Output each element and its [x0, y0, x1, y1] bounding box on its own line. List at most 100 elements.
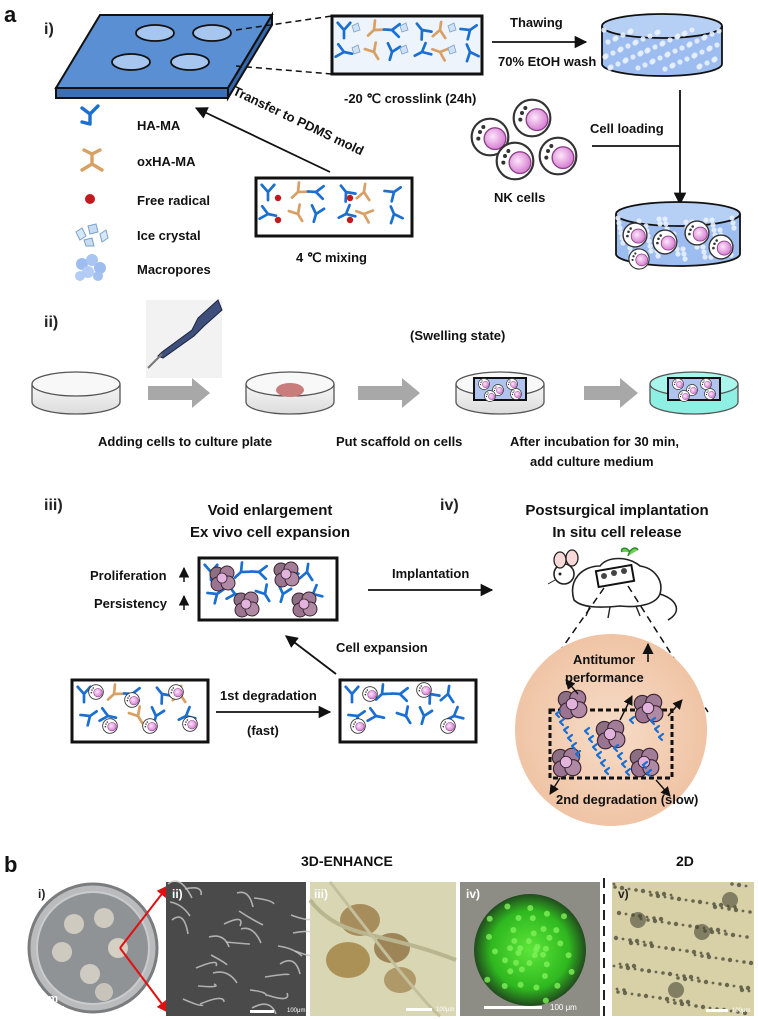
nk-cell	[484, 390, 496, 402]
ha-ma-chain	[390, 686, 409, 703]
nk-cells	[470, 98, 578, 181]
ha-ma-chain	[382, 22, 401, 39]
legend: HA-MA oxHA-MA Free radical Ice crystal M…	[75, 104, 211, 281]
cell-dot	[747, 989, 751, 993]
cell-dot	[640, 968, 644, 972]
release-arrow	[565, 679, 579, 695]
zoom-line	[235, 65, 333, 75]
nk-cell	[416, 682, 432, 698]
process-arrow	[358, 378, 420, 408]
pore-wall	[199, 997, 225, 1005]
nk-cell	[510, 388, 522, 400]
fluorescent-cell	[502, 957, 508, 964]
section-i-label: i)	[44, 21, 54, 38]
macropore	[677, 59, 683, 65]
cell-dot	[619, 965, 623, 969]
section-iv-title-1: Postsurgical implantation	[525, 502, 708, 519]
cell-dot	[735, 959, 739, 963]
pore-wall	[171, 916, 189, 935]
nk-cell	[362, 686, 378, 702]
degraded-fragment	[620, 759, 628, 769]
cell-aggregate	[694, 924, 710, 940]
ha-ma-chain	[233, 561, 252, 579]
transfer-arrow	[194, 107, 331, 173]
macropore	[703, 217, 709, 223]
ice-crystal	[351, 22, 361, 33]
degraded-fragment	[591, 742, 599, 752]
second-degradation-label: 2nd degradation (slow)	[556, 792, 698, 807]
ha-ma-chain	[79, 710, 98, 727]
fluorescent-cell	[565, 952, 572, 959]
cell-dot	[613, 885, 617, 889]
ha-ma-chain	[254, 583, 271, 603]
fluorescent-cell	[568, 968, 575, 975]
ha-ma-chain	[395, 705, 412, 725]
cell-dot	[631, 963, 637, 969]
cell-dot	[697, 899, 703, 905]
fluorescent-cell	[518, 966, 525, 973]
pdms-mold	[54, 11, 274, 102]
cell-dot	[736, 1010, 740, 1014]
group-3d-label: 3D-ENHANCE	[301, 853, 393, 869]
fluorescent-cell	[525, 938, 532, 945]
macropore	[607, 65, 613, 71]
fluorescent-cell	[504, 903, 511, 910]
implantation-label: Implantation	[392, 566, 469, 581]
cell-dot	[745, 935, 749, 939]
loaded-scaffold	[70, 678, 210, 744]
cell-dot	[646, 918, 650, 922]
process-arrow	[148, 378, 210, 408]
cell-dot	[721, 957, 725, 961]
tumor-cluster	[595, 719, 626, 750]
fluorescent-cell	[534, 943, 541, 950]
cell-dot	[613, 935, 619, 941]
brightfield-image	[308, 881, 457, 1018]
macropore	[684, 56, 690, 62]
cell-cluster	[273, 561, 300, 588]
cell-dot	[696, 976, 700, 980]
fluorescent-cell	[542, 945, 549, 952]
cell-loading-label: Cell loading	[590, 121, 664, 136]
zoom-line	[235, 15, 333, 31]
oxha-ma-chain	[363, 41, 380, 61]
cell-dot	[691, 949, 697, 955]
macropore	[694, 244, 700, 250]
cell-dot	[658, 916, 664, 922]
scale-bar-brightfield: 100μm	[436, 1007, 454, 1013]
cell-dot	[724, 932, 728, 936]
cell-dot	[720, 906, 724, 910]
cell-dot	[637, 993, 641, 997]
nk-cell	[168, 684, 184, 700]
cell-dot	[673, 1001, 677, 1005]
pipette-icon	[146, 299, 223, 378]
cell-dot	[727, 957, 733, 963]
cell-dot	[703, 979, 709, 985]
fluorescent-cell	[530, 930, 537, 937]
cell-aggregate	[722, 892, 738, 908]
cell-dot	[685, 999, 691, 1005]
ha-ma-chain	[336, 21, 352, 40]
ha-ma-chain	[374, 683, 393, 701]
nk-cell	[350, 718, 366, 734]
cell-dot	[622, 990, 628, 996]
ha-ma-chain	[76, 685, 92, 704]
oxha-ma-chain	[355, 182, 371, 202]
cell-dot	[625, 965, 631, 971]
cell-dot	[681, 923, 685, 927]
degraded-fragment	[657, 732, 665, 742]
macropore	[647, 243, 653, 249]
free-radical	[346, 194, 354, 202]
nk-cell	[704, 388, 716, 400]
ha-ma-chain	[249, 564, 268, 581]
macropore	[681, 31, 687, 37]
oxha-ma-chain	[106, 683, 125, 701]
degraded-fragment	[583, 726, 591, 736]
cell-dot	[705, 901, 709, 905]
ha-ma-chain	[459, 24, 478, 41]
macropore	[615, 215, 621, 221]
ha-ma-chain	[366, 706, 386, 723]
fluorescent-cell	[543, 961, 550, 968]
cell-dot	[664, 946, 668, 950]
ha-ma-chain	[383, 186, 402, 203]
section-iv-label: iv)	[440, 497, 459, 514]
